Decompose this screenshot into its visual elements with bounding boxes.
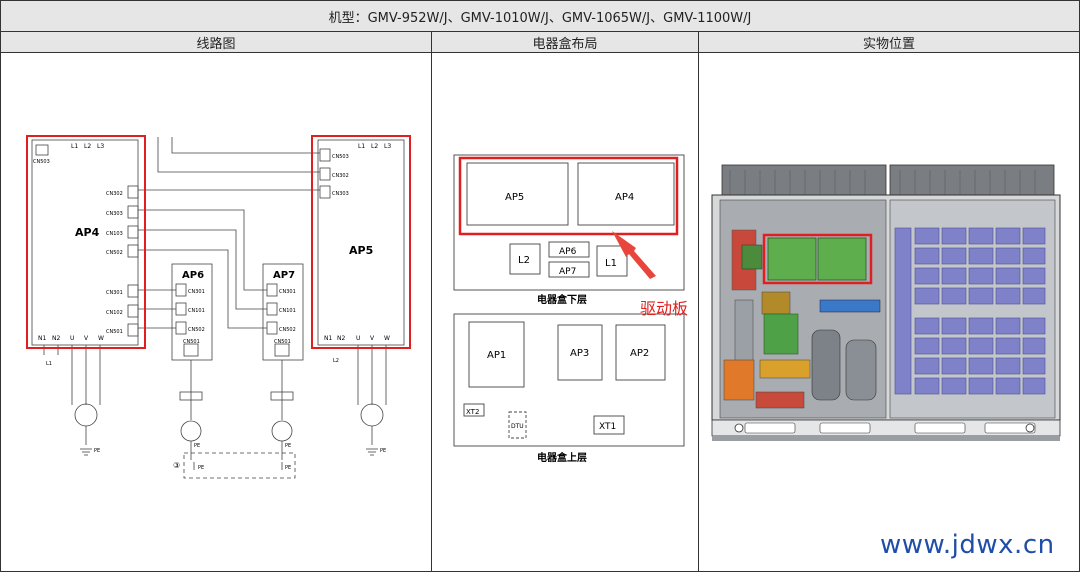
board-ap2: AP2 xyxy=(630,348,649,359)
pe-label: PE xyxy=(285,465,291,471)
ap4-terminal: W xyxy=(98,335,104,342)
pe-label: PE xyxy=(194,443,200,449)
ap4-conn: CN302 xyxy=(106,191,123,197)
ap4-conn: CN501 xyxy=(106,329,123,335)
col-header-layout: 电器盒布局 xyxy=(432,32,698,53)
ap4-terminal: N2 xyxy=(52,335,60,342)
choke-l1: L1 xyxy=(46,361,52,367)
ap4-conn: CN301 xyxy=(106,290,123,296)
ap5-terminal: W xyxy=(384,335,390,342)
board-ap7: AP7 xyxy=(559,267,576,277)
column-divider xyxy=(431,32,432,572)
ap7-conn: CN502 xyxy=(279,327,296,333)
ap5-conn: CN303 xyxy=(332,191,349,197)
pe-label: PE xyxy=(285,443,291,449)
ap5-terminal-l1: L1 xyxy=(358,143,365,150)
ap7-conn: CN501 xyxy=(274,339,291,345)
driver-board-callout: 驱动板 xyxy=(640,299,688,318)
ap4-label: AP4 xyxy=(75,226,100,239)
part-xt1: XT1 xyxy=(599,422,616,432)
ap5-terminal-l2: L2 xyxy=(371,143,378,150)
wiring-diagram: AP4 L1 L2 L3 CN503 CN302 CN303 CN103 CN5… xyxy=(26,135,411,479)
ap7-conn: CN101 xyxy=(279,308,296,314)
ap7-conn: CN301 xyxy=(279,289,296,295)
part-xt2: XT2 xyxy=(466,408,479,416)
ap6-conn: CN301 xyxy=(188,289,205,295)
pe-label: PE xyxy=(380,448,386,454)
circle-marker: ③ xyxy=(173,461,180,470)
ap5-terminal: U xyxy=(356,335,360,342)
ap5-label: AP5 xyxy=(349,244,373,257)
ap4-terminal: N1 xyxy=(38,335,46,342)
upper-layer-caption: 电器盒上层 xyxy=(537,451,587,464)
ap6-label: AP6 xyxy=(182,270,204,281)
box-layout-diagram: AP5 AP4 L2 AP6 AP7 L1 电器盒下层 AP1 AP3 AP2 … xyxy=(453,154,688,464)
driver-board-highlight xyxy=(458,156,679,236)
ap4-highlight xyxy=(26,135,146,349)
board-ap1: AP1 xyxy=(487,350,506,361)
ap4-conn: CN303 xyxy=(106,211,123,217)
ap4-terminal: U xyxy=(70,335,74,342)
model-title: 机型：GMV-952W/J、GMV-1010W/J、GMV-1065W/J、GM… xyxy=(1,1,1079,32)
ap5-highlight xyxy=(311,135,411,349)
ap4-conn: CN103 xyxy=(106,231,123,237)
part-l1: L1 xyxy=(605,258,617,269)
ap7-label: AP7 xyxy=(273,270,295,281)
board-ap5: AP5 xyxy=(505,192,524,203)
watermark: www.jdwx.cn xyxy=(880,530,1055,560)
ap5-terminal: N2 xyxy=(337,335,345,342)
unit-photo xyxy=(711,164,1061,441)
col-header-wiring: 线路图 xyxy=(1,32,431,53)
ap4-cn503: CN503 xyxy=(33,159,50,165)
board-ap4: AP4 xyxy=(615,192,634,203)
ap5-terminal-l3: L3 xyxy=(384,143,391,150)
ap4-terminal: V xyxy=(84,335,89,342)
board-ap6: AP6 xyxy=(559,247,577,257)
pe-label: PE xyxy=(198,465,204,471)
part-dtu: DTU xyxy=(511,423,524,430)
pe-label: PE xyxy=(94,448,100,454)
callout-arrow xyxy=(612,231,656,279)
ap4-conn: CN102 xyxy=(106,310,123,316)
col-header-photo: 实物位置 xyxy=(699,32,1079,53)
ap6-conn: CN101 xyxy=(188,308,205,314)
ap6-conn: CN502 xyxy=(188,327,205,333)
ap4-terminal-l3: L3 xyxy=(97,143,104,150)
ap4-terminal-l2: L2 xyxy=(84,143,91,150)
part-l2: L2 xyxy=(518,255,530,266)
board-ap3: AP3 xyxy=(570,348,589,359)
choke-l2: L2 xyxy=(333,358,339,364)
ap5-conn: CN503 xyxy=(332,154,349,160)
column-divider xyxy=(698,32,699,572)
ap5-conn: CN302 xyxy=(332,173,349,179)
ap5-terminal: V xyxy=(370,335,375,342)
ap4-terminal-l1: L1 xyxy=(71,143,78,150)
lower-layer-caption: 电器盒下层 xyxy=(537,293,587,306)
ap5-terminal: N1 xyxy=(324,335,332,342)
photo-driver-board-highlight xyxy=(762,233,873,285)
ap6-conn: CN501 xyxy=(183,339,200,345)
ap4-conn: CN502 xyxy=(106,250,123,256)
